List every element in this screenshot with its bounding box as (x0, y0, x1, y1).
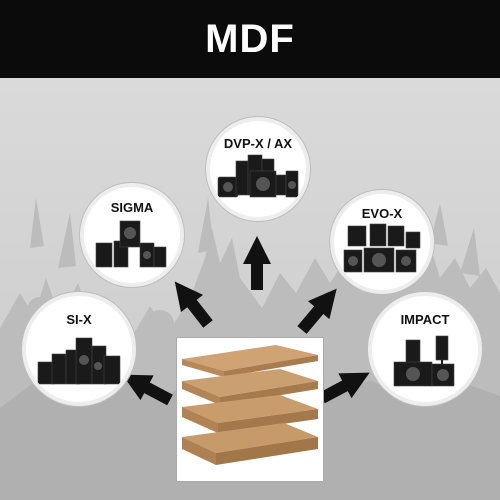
product-circle-evo: EVO-X (330, 190, 434, 294)
mdf-board-stack-icon (180, 341, 320, 478)
arrow-up-left-icon (174, 281, 213, 328)
speaker-system-icon (343, 223, 421, 273)
product-circle-dvp: DVP-X / AX (206, 117, 310, 221)
header-bar: MDF (0, 0, 500, 78)
arrow-left-icon (122, 374, 173, 406)
product-label-dvp: DVP-X / AX (223, 136, 293, 151)
product-circle-six: SI-X (22, 292, 136, 406)
arrow-up-right-icon (297, 288, 337, 334)
product-circle-impact: IMPACT (368, 292, 482, 406)
speaker-system-icon (393, 335, 455, 387)
arrow-right-icon (319, 372, 370, 404)
product-circle-sigma: SIGMA (80, 183, 184, 287)
arrow-up-icon (243, 236, 271, 290)
product-label-impact: IMPACT (400, 312, 450, 327)
speaker-system-icon (95, 220, 167, 268)
product-label-sigma: SIGMA (110, 200, 154, 215)
speaker-system-icon (217, 154, 299, 198)
product-label-six: SI-X (66, 312, 92, 327)
speaker-system-icon (37, 337, 121, 385)
product-label-evo: EVO-X (361, 206, 403, 221)
page-title: MDF (205, 16, 295, 61)
mdf-board-photo (177, 338, 323, 481)
